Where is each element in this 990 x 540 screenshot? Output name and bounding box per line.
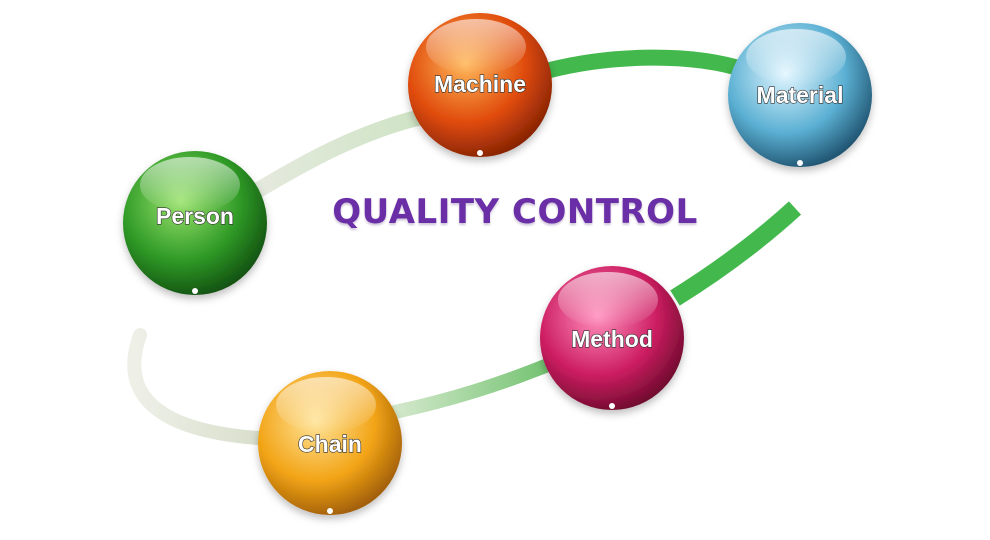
machine-label: Machine	[434, 71, 526, 97]
path-machine-to-material	[542, 49, 753, 78]
sparkle-icon	[327, 508, 333, 514]
node-machine	[408, 13, 552, 157]
diagram-title: QUALITY CONTROL	[332, 192, 698, 232]
path-chain-to-person	[127, 328, 265, 445]
sparkle-icon	[192, 288, 198, 294]
node-method	[540, 266, 684, 410]
node-material	[728, 23, 872, 167]
path-method-to-chain	[388, 353, 567, 419]
chain-gloss	[276, 377, 376, 433]
connector-paths	[127, 49, 802, 445]
sparkle-icon	[609, 403, 615, 409]
method-label: Method	[571, 326, 653, 352]
node-chain	[258, 371, 402, 515]
sparkle-icon	[797, 160, 803, 166]
machine-gloss	[426, 19, 526, 75]
sparkle-icon	[477, 150, 483, 156]
material-label: Material	[757, 82, 844, 108]
node-person	[123, 151, 267, 295]
path-material-to-method	[670, 201, 802, 306]
person-gloss	[140, 157, 240, 213]
material-gloss	[746, 29, 846, 85]
method-gloss	[558, 272, 658, 328]
person-label: Person	[156, 203, 234, 229]
path-person-to-machine	[242, 107, 438, 203]
chain-label: Chain	[298, 431, 362, 457]
